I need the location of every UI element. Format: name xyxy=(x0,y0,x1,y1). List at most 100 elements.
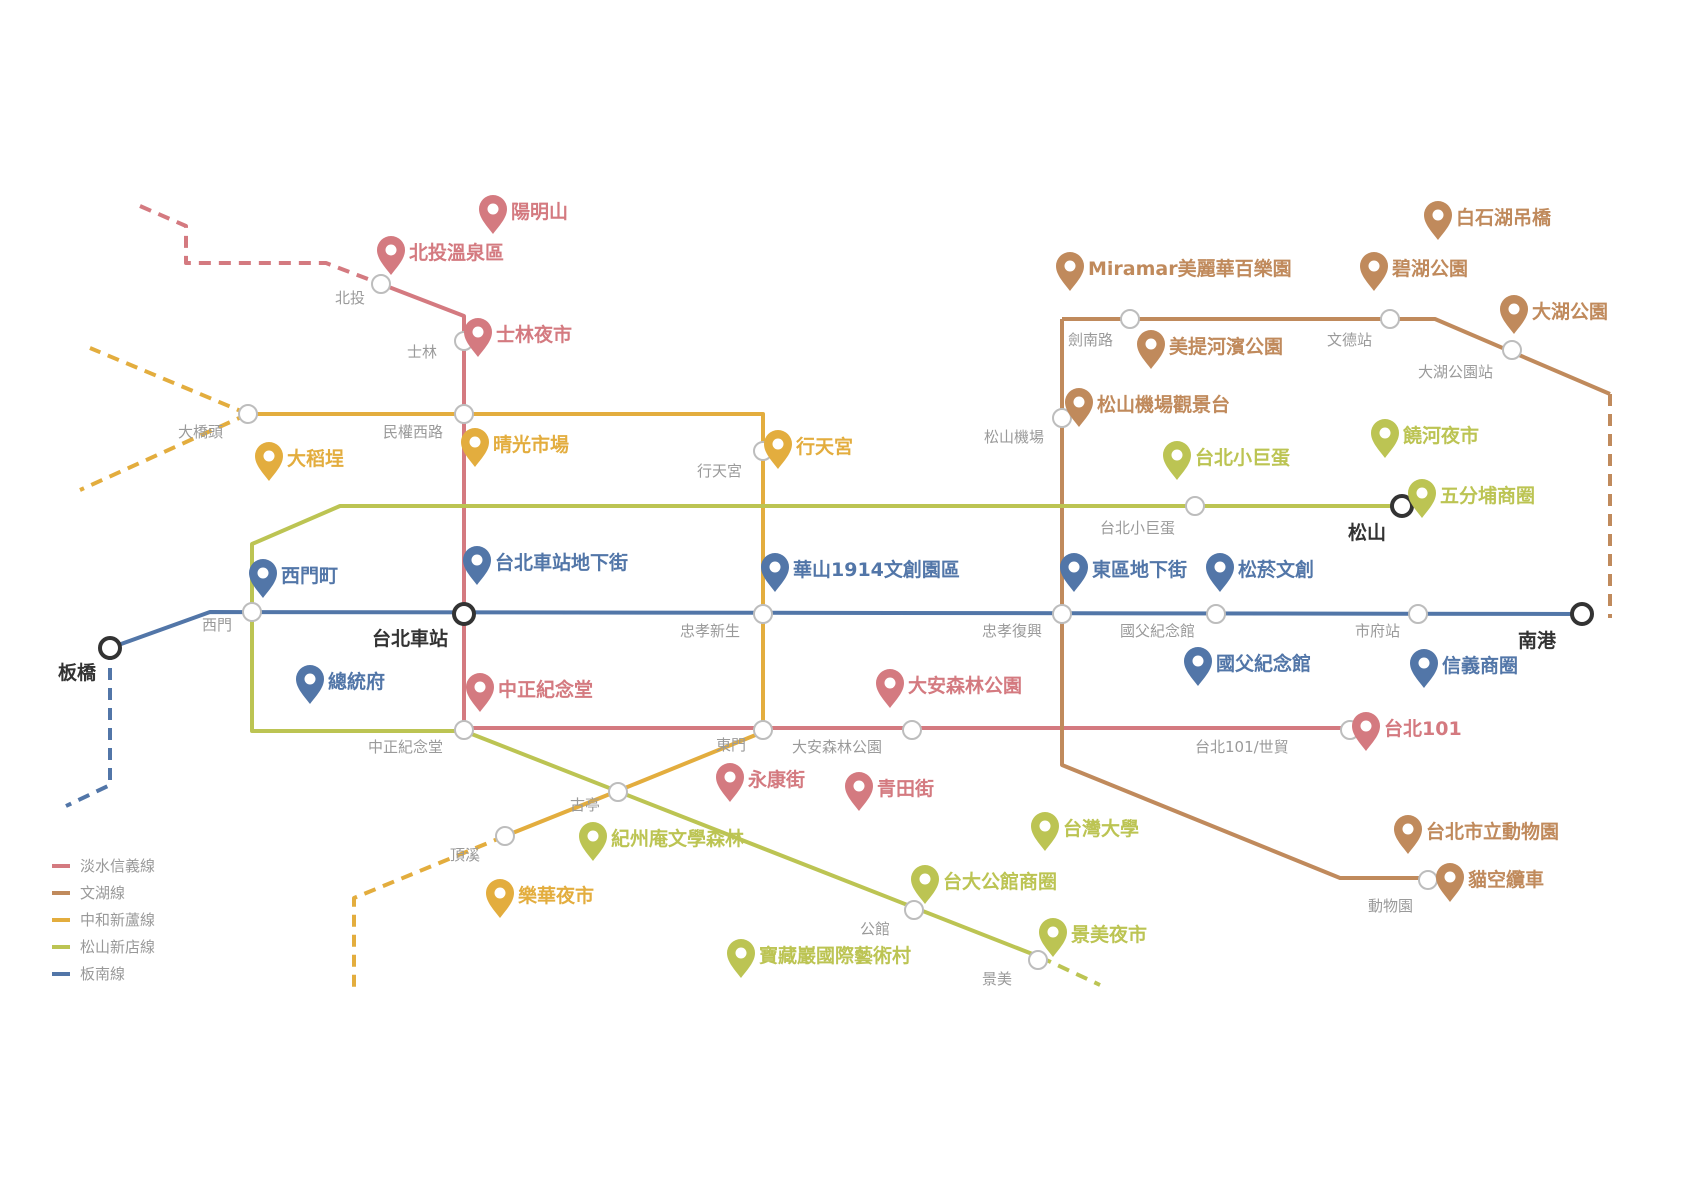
hub-label-taipei-main: 台北車站 xyxy=(372,627,448,650)
poi-maokong[interactable]: 貓空纜車 xyxy=(1436,863,1544,902)
poi-meiti[interactable]: 美提河濱公園 xyxy=(1137,330,1283,369)
station-dot-zhongxiao-fuxing xyxy=(1052,604,1072,624)
station-label-gongguan: 公館 xyxy=(860,920,890,938)
station-dot-taipei-arena xyxy=(1185,496,1205,516)
poi-t101[interactable]: 台北101 xyxy=(1352,712,1462,751)
station-label-jingmei: 景美 xyxy=(982,970,1012,988)
poi-label: Miramar美麗華百樂園 xyxy=(1088,257,1292,280)
station-label-zoo: 動物園 xyxy=(1368,897,1413,915)
hub-dot-taipei-main xyxy=(452,602,476,626)
poi-ntu[interactable]: 台灣大學 xyxy=(1031,812,1139,851)
poi-label: 台北101 xyxy=(1384,717,1462,740)
station-dot-minquan-w xyxy=(454,404,474,424)
station-dot-beitou xyxy=(371,274,391,294)
poi-dahu[interactable]: 大湖公園 xyxy=(1500,295,1608,334)
poi-qingguang[interactable]: 晴光市場 xyxy=(461,428,569,467)
poi-cks-hall[interactable]: 中正紀念堂 xyxy=(466,673,593,712)
poi-beitou-hotspring[interactable]: 北投溫泉區 xyxy=(377,236,504,275)
poi-label: 台大公館商圈 xyxy=(943,870,1057,893)
station-label-wende: 文德站 xyxy=(1327,331,1372,349)
poi-label: 晴光市場 xyxy=(493,433,569,456)
poi-arena[interactable]: 台北小巨蛋 xyxy=(1163,441,1290,480)
poi-label: 饒河夜市 xyxy=(1403,424,1479,447)
legend-item: 板南線 xyxy=(52,965,125,983)
station-dot-zhongxiao-xinsheng xyxy=(753,604,773,624)
poi-miramar[interactable]: Miramar美麗華百樂園 xyxy=(1056,252,1292,291)
orange-line-dashed xyxy=(79,346,506,994)
station-dot-ximen xyxy=(242,602,262,622)
hub-dot-banqiao xyxy=(98,636,122,660)
poi-label: 景美夜市 xyxy=(1071,923,1147,946)
poi-jizhou[interactable]: 紀州庵文學森林 xyxy=(579,822,744,861)
poi-label: 華山1914文創園區 xyxy=(793,558,960,581)
station-label-beitou: 北投 xyxy=(335,289,365,307)
poi-baishihu[interactable]: 白石湖吊橋 xyxy=(1424,201,1552,240)
poi-gongguan-area[interactable]: 台大公館商圈 xyxy=(911,865,1057,904)
station-label-minquan-w: 民權西路 xyxy=(383,423,443,441)
legend-item: 松山新店線 xyxy=(52,938,155,956)
station-label-songshan-airport: 松山機場 xyxy=(984,428,1044,446)
legend-label: 板南線 xyxy=(80,965,125,983)
poi-xingtian-temple[interactable]: 行天宮 xyxy=(764,430,853,469)
poi-qingtian[interactable]: 青田街 xyxy=(845,772,934,811)
poi-label: 松山機場觀景台 xyxy=(1097,393,1230,416)
station-label-dongmen: 東門 xyxy=(716,736,746,754)
station-label-cityhall: 市府站 xyxy=(1355,622,1400,640)
red-line-branch-dashed xyxy=(139,204,382,286)
station-label-guting: 古亭 xyxy=(570,796,600,814)
legend-item: 淡水信義線 xyxy=(52,857,155,875)
poi-label: 大稻埕 xyxy=(287,447,344,470)
station-label-taipei101: 台北101/世貿 xyxy=(1195,738,1289,756)
poi-zoo-park[interactable]: 台北市立動物園 xyxy=(1394,815,1559,854)
hub-labels: 台北車站 板橋 松山 南港 xyxy=(58,521,1557,684)
poi-xinyi[interactable]: 信義商圈 xyxy=(1410,649,1518,688)
hub-label-songshan: 松山 xyxy=(1348,521,1386,544)
station-labels: 北投 士林 民權西路 大橋頭 行天宮 西門 忠孝新生 忠孝復興 國父紀念館 市府… xyxy=(178,289,1493,988)
station-dot-guting xyxy=(608,782,628,802)
legend-item: 文湖線 xyxy=(52,884,125,902)
station-dot-zoo xyxy=(1418,870,1438,890)
legend-item: 中和新蘆線 xyxy=(52,911,155,929)
poi-dadaocheng[interactable]: 大稻埕 xyxy=(255,442,344,481)
poi-shilin-market[interactable]: 士林夜市 xyxy=(464,318,572,357)
poi-east-mall[interactable]: 東區地下街 xyxy=(1060,553,1187,592)
poi-yangmingshan[interactable]: 陽明山 xyxy=(479,195,568,234)
poi-bihu[interactable]: 碧湖公園 xyxy=(1360,252,1468,291)
poi-treasure-hill[interactable]: 寶藏巖國際藝術村 xyxy=(727,939,911,978)
poi-ximending[interactable]: 西門町 xyxy=(249,559,338,598)
poi-yongkang[interactable]: 永康街 xyxy=(716,763,805,802)
poi-lehua[interactable]: 樂華夜市 xyxy=(486,879,594,918)
poi-presidential[interactable]: 總統府 xyxy=(296,665,385,704)
poi-songyan[interactable]: 松菸文創 xyxy=(1206,553,1314,592)
poi-daan-forest[interactable]: 大安森林公園 xyxy=(876,669,1022,708)
legend-label: 松山新店線 xyxy=(80,938,155,956)
poi-label: 大安森林公園 xyxy=(908,674,1022,697)
station-label-ximen: 西門 xyxy=(202,616,232,634)
poi-label: 樂華夜市 xyxy=(518,884,594,907)
poi-airport-deck[interactable]: 松山機場觀景台 xyxy=(1065,388,1230,427)
poi-label: 士林夜市 xyxy=(496,323,572,346)
poi-label: 紀州庵文學森林 xyxy=(611,827,744,850)
poi-label: 東區地下街 xyxy=(1092,558,1187,581)
poi-label: 總統府 xyxy=(328,670,385,693)
poi-label: 台灣大學 xyxy=(1063,817,1139,840)
station-dot-jingmei xyxy=(1028,950,1048,970)
green-line-dashed xyxy=(1039,955,1101,987)
station-dot-wende xyxy=(1380,309,1400,329)
poi-sys-hall[interactable]: 國父紀念館 xyxy=(1184,647,1311,686)
poi-jingmei-market[interactable]: 景美夜市 xyxy=(1039,918,1147,957)
station-dot-dingxi xyxy=(495,826,515,846)
legend-label: 中和新蘆線 xyxy=(80,911,155,929)
poi-label: 中正紀念堂 xyxy=(498,678,593,701)
poi-label: 行天宮 xyxy=(795,435,853,458)
poi-main-station-mall[interactable]: 台北車站地下街 xyxy=(463,546,628,585)
poi-label: 陽明山 xyxy=(511,201,568,223)
poi-wufenpu[interactable]: 五分埔商圈 xyxy=(1408,479,1535,518)
poi-huashan[interactable]: 華山1914文創園區 xyxy=(761,553,960,592)
poi-label: 大湖公園 xyxy=(1532,300,1608,323)
station-label-daqiaotou: 大橋頭 xyxy=(178,423,223,441)
poi-raohe[interactable]: 饒河夜市 xyxy=(1371,419,1479,458)
poi-label: 國父紀念館 xyxy=(1216,652,1311,675)
